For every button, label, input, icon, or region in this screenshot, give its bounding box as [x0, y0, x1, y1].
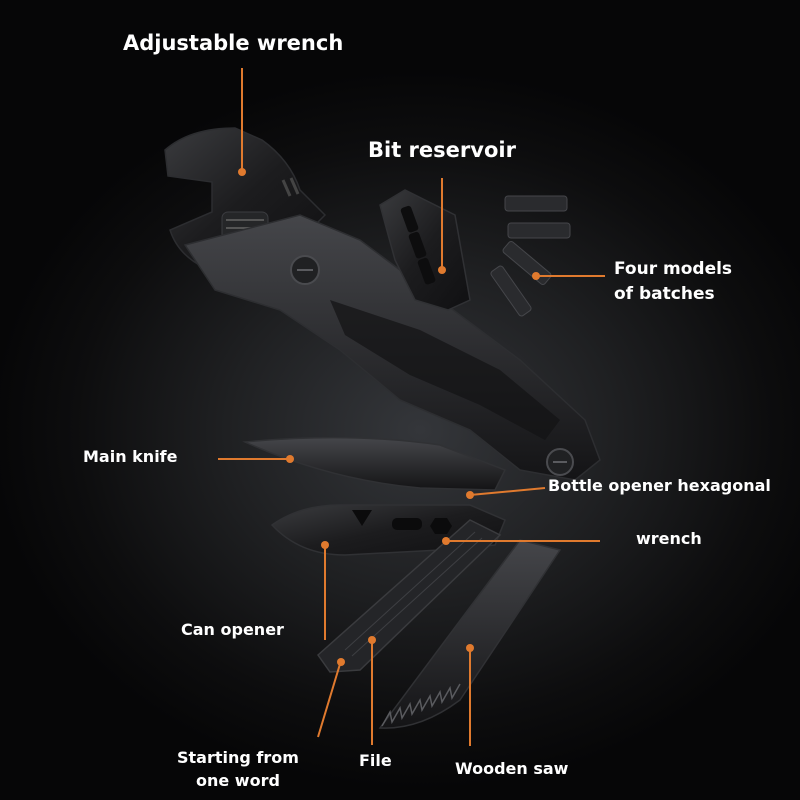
label-can-opener: Can opener — [181, 620, 284, 639]
label-four-models-line1: Four models — [614, 259, 733, 279]
main-knife-blade — [242, 436, 507, 491]
label-wrench: wrench — [636, 529, 702, 548]
label-starting-line2: one word — [196, 771, 280, 791]
label-bottle-opener: Bottle opener hexagonal — [548, 476, 771, 495]
label-adjustable-wrench: Adjustable wrench — [123, 31, 344, 55]
wooden-saw-blade — [378, 539, 562, 729]
file-tool — [317, 519, 502, 673]
label-four-models: Four models of batches — [614, 259, 732, 305]
callout-anchor-dots — [238, 168, 540, 666]
label-starting-from-one-word: Starting from one word — [177, 748, 299, 790]
label-four-models-line2: of batches — [614, 284, 715, 305]
bit-reservoir-part — [379, 189, 471, 311]
label-main-knife: Main knife — [83, 447, 178, 466]
label-bit-reservoir: Bit reservoir — [368, 138, 516, 162]
label-file: File — [359, 751, 392, 770]
screwdriver-bits — [490, 195, 571, 317]
label-starting-line1: Starting from — [177, 748, 299, 767]
callout-leader-lines — [218, 68, 605, 746]
multitool-handle — [183, 214, 601, 481]
label-wooden-saw: Wooden saw — [455, 759, 569, 778]
